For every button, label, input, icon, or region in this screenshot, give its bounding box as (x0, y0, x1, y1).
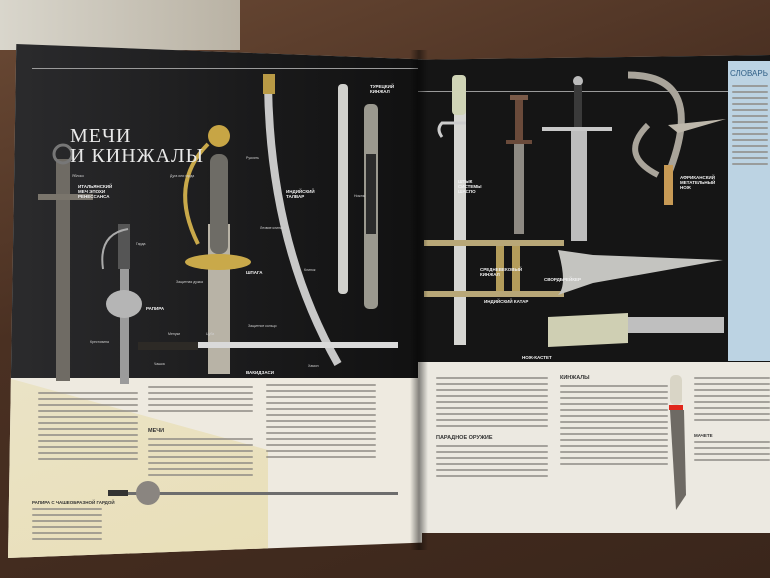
caption-rapier-image (108, 481, 398, 505)
label-african-knife: Африканский метательный нож (680, 175, 716, 190)
caption-title: Рапира с чашеобразной гардой (32, 500, 115, 505)
bayonet-image (437, 75, 466, 345)
part-label: Лезвие клинка (260, 226, 284, 230)
katar-image (424, 240, 723, 297)
label-turkish-dagger: Турецкий кинжал (370, 84, 395, 94)
right-weapons-illustration (424, 71, 726, 510)
part-label: Дуга или гарда (170, 174, 195, 178)
left-page: МЕЧИ И КИНЖАЛЫ Итальянский меч эпохи Рен… (8, 44, 422, 558)
section-heading-daggers: Кинжалы (560, 375, 590, 381)
part-label: Яблоко (72, 174, 84, 178)
text-column-3 (266, 384, 376, 462)
rapier-image (101, 224, 142, 384)
talwar-image (263, 74, 342, 366)
label-wakizashi: Вакидзаси (246, 370, 274, 375)
sword-breaker-image (542, 76, 612, 241)
glossary-title: СЛОВАРЬ (730, 69, 768, 78)
label-sword-breaker: Свордбрейкер (544, 277, 582, 282)
turkish-dagger-image (338, 84, 378, 309)
part-label: Защитное кольцо (248, 324, 277, 328)
part-label: Крестовина (90, 340, 109, 344)
page-title: МЕЧИ И КИНЖАЛЫ (70, 126, 204, 166)
title-line-1: МЕЧИ (70, 125, 132, 147)
african-knife-image (627, 71, 726, 205)
glossary-sidebar: СЛОВАРЬ (728, 61, 770, 361)
label-bayonet: Штык системы Шаспо (458, 179, 482, 194)
part-label: Гарда (136, 242, 146, 246)
divider (418, 91, 728, 92)
text-column-2b (148, 438, 253, 480)
left-weapons-illustration (38, 74, 398, 505)
right-photo-panel (418, 55, 770, 362)
caption-text (32, 508, 102, 544)
label-medieval-dagger: Средневековый кинжал (480, 267, 523, 277)
part-label: Менуки (168, 332, 181, 336)
label-katar: Индийский катар (484, 299, 529, 304)
label-smallsword: Шпага (246, 270, 263, 275)
text-column-1b (436, 445, 548, 481)
machete-image (669, 375, 686, 510)
text-column-3 (694, 377, 770, 425)
book-spine-shadow (410, 50, 428, 550)
label-talwar: Индийский талвар (286, 189, 315, 199)
section-heading-swords: Мечи (148, 428, 165, 434)
text-column-2 (560, 385, 668, 469)
text-column-2 (148, 386, 253, 416)
smallsword-image (183, 125, 251, 374)
intro-text-column (38, 392, 138, 464)
right-page: Штык системы Шаспо Средневековый кинжал … (418, 55, 770, 533)
part-label: Цуба (206, 332, 215, 336)
wakizashi-image (138, 342, 398, 350)
text-column-1 (436, 377, 548, 431)
part-label: Защитная дужка (176, 280, 203, 284)
part-label: Чашка (154, 362, 165, 366)
glossary-text (732, 85, 768, 169)
machete-text (694, 441, 770, 465)
machete-heading: Мачете (694, 433, 713, 438)
divider (32, 68, 422, 69)
label-rapier: Рапира (146, 306, 165, 311)
label-italian-sword: Итальянский меч эпохи Ренессанса (78, 184, 113, 199)
italian-sword-image (38, 143, 93, 381)
knuckle-knife-image (548, 313, 724, 347)
section-heading-ceremonial: Парадное оружие (436, 435, 493, 441)
medieval-dagger-image (506, 95, 532, 234)
background-wall (0, 0, 240, 50)
part-label: Хамон (308, 364, 319, 368)
label-knuckle-knife: Нож-кастет (522, 355, 552, 360)
title-line-2: И КИНЖАЛЫ (70, 145, 205, 167)
part-label: Ножны (354, 194, 366, 198)
part-label: Клинок (304, 268, 316, 272)
part-label: Рукоять (246, 156, 259, 160)
